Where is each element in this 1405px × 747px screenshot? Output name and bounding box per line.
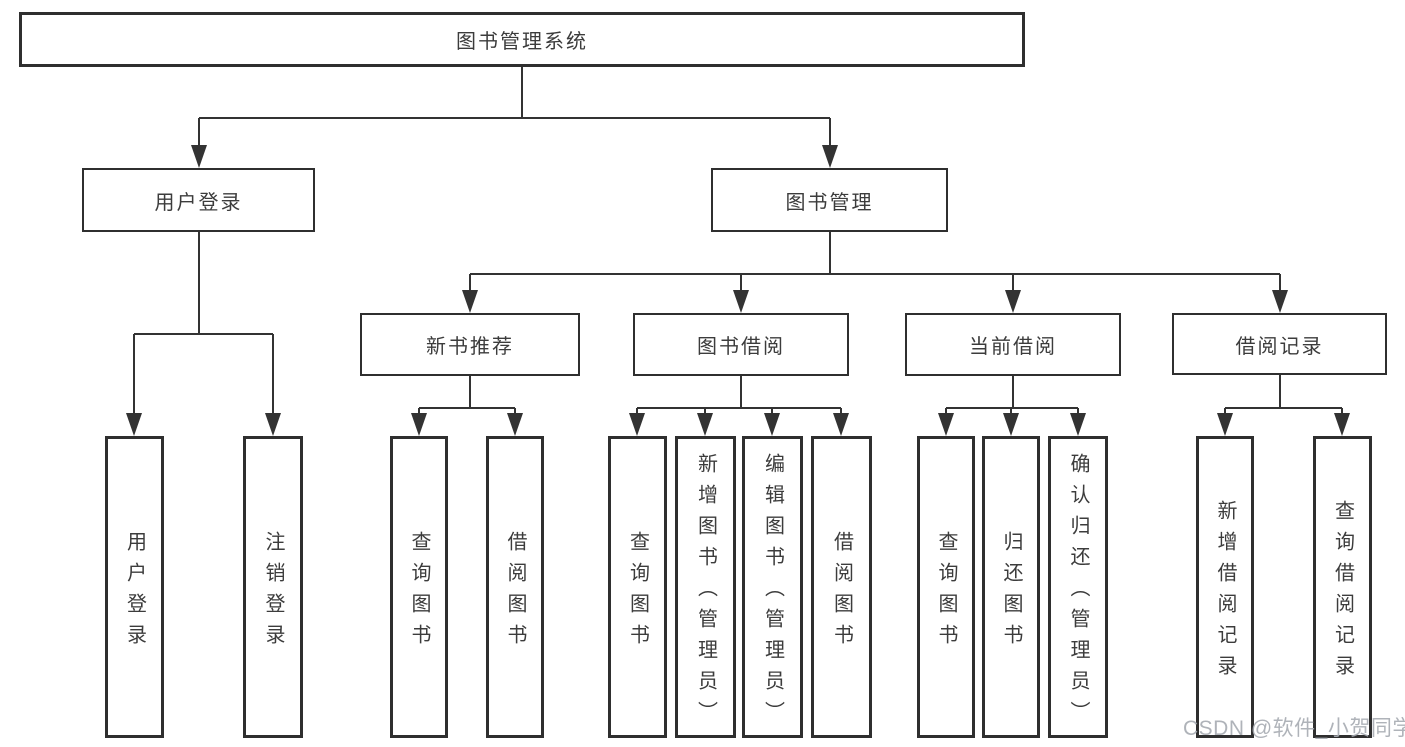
node-user-login: 用户登录 [82,168,315,232]
node-book-borrowing: 图书借阅 [633,313,849,376]
leaf-add-borrow-record-label: 新增借阅记录 [1214,499,1236,686]
leaf-query-books-borrowing: 查询图书 [608,436,667,738]
leaf-query-borrow-record: 查询借阅记录 [1313,436,1372,738]
leaf-edit-books-admin: 编辑图书（管理员） [742,436,803,738]
leaf-query-books-recommendation-label: 查询图书 [408,530,430,655]
arrowheads [126,145,1350,436]
leaf-logout-label: 注销登录 [262,530,284,655]
leaf-logout: 注销登录 [243,436,303,738]
leaf-return-books: 归还图书 [982,436,1040,738]
leaf-add-books-admin-label: 新增图书（管理员） [694,453,717,732]
leaf-confirm-return-admin-label: 确认归还（管理员） [1067,453,1089,732]
leaf-query-books-borrowing-label: 查询图书 [626,530,649,655]
leaf-return-books-label: 归还图书 [1000,530,1022,655]
node-new-book-recommendation-label: 新书推荐 [426,336,514,358]
leaf-query-books-recommendation: 查询图书 [390,436,448,738]
csdn-watermark: CSDN @软件_小贺同学 [1183,717,1405,740]
leaf-user-login-label: 用户登录 [123,530,146,655]
leaf-borrow-books: 借阅图书 [811,436,872,738]
node-borrowing-records: 借阅记录 [1172,313,1387,375]
node-book-management: 图书管理 [711,168,948,232]
node-library-system: 图书管理系统 [19,12,1025,67]
leaf-query-books-current: 查询图书 [917,436,975,738]
node-borrowing-records-label: 借阅记录 [1235,335,1324,358]
leaf-borrow-books-recommendation-label: 借阅图书 [504,530,526,655]
node-new-book-recommendation: 新书推荐 [360,313,580,376]
node-current-borrowing-label: 当前借阅 [969,336,1057,358]
node-library-system-label: 图书管理系统 [456,31,588,53]
leaf-confirm-return-admin: 确认归还（管理员） [1048,436,1108,738]
leaf-add-books-admin: 新增图书（管理员） [675,436,736,738]
node-book-management-label: 图书管理 [785,191,874,214]
leaf-user-login: 用户登录 [105,436,164,738]
node-user-login-label: 用户登录 [154,191,243,214]
leaf-borrow-books-label: 借阅图书 [830,530,853,655]
leaf-query-books-current-label: 查询图书 [935,530,957,655]
leaf-edit-books-admin-label: 编辑图书（管理员） [761,453,784,732]
leaf-borrow-books-recommendation: 借阅图书 [486,436,544,738]
node-current-borrowing: 当前借阅 [905,313,1121,376]
node-book-borrowing-label: 图书借阅 [697,336,785,358]
leaf-add-borrow-record: 新增借阅记录 [1196,436,1254,738]
leaf-query-borrow-record-label: 查询借阅记录 [1331,499,1354,686]
